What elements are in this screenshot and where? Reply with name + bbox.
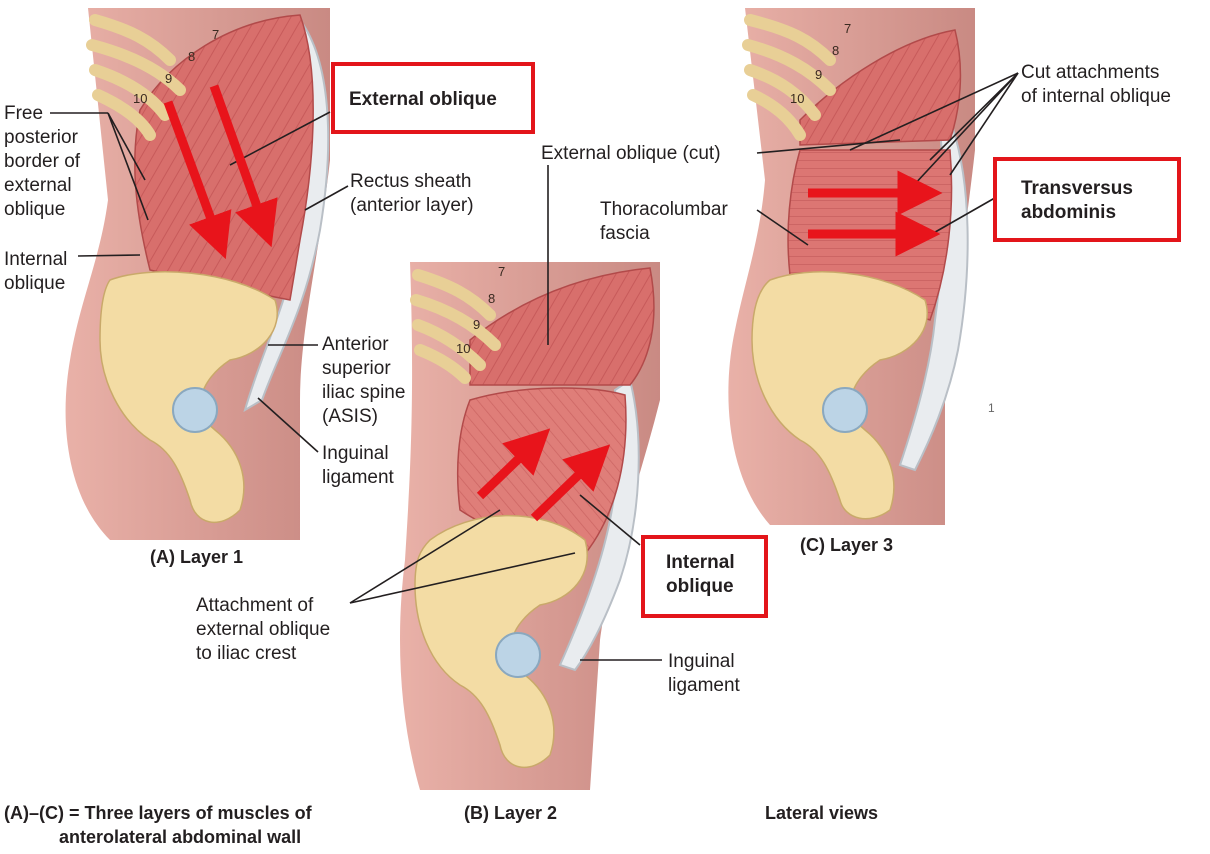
label-cut-attachments: Cut attachments of internal oblique [1021,62,1171,107]
label-transversus-abdominis: Transversus abdominis [1021,178,1133,223]
highlight-box-external-oblique [331,62,535,134]
caption-layer-3: (C) Layer 3 [800,535,894,555]
label-attachment-external-oblique: Attachment of external oblique to iliac … [196,595,331,664]
label-free-posterior-border: Free posterior border of external obliqu… [4,103,81,220]
rib-number-a-7: 7 [212,27,220,42]
leader-external-oblique-a [229,111,331,166]
arrow-internal-oblique-1 [476,428,551,500]
rib-number-a-8: 8 [188,49,196,64]
caption-layer-1: (A) Layer 1 [150,547,244,567]
panel-c-external-oblique-cut [799,29,962,146]
rib-number-c-9: 9 [815,67,823,82]
rib-number-a-9: 9 [165,71,173,86]
rib-number-b-8: 8 [488,291,496,306]
label-asis: Anterior superior iliac spine (ASIS) [322,334,406,427]
panel-b-femoral-head [495,632,541,678]
panel-b-ribs [410,269,501,384]
leader-attachment-1 [349,509,501,604]
label-thoracolumbar-fascia: Thoracolumbar fascia [600,199,728,244]
leader-inguinal-a [257,397,319,453]
highlight-box-internal-oblique [641,535,768,618]
leader-external-cut-c [756,139,901,154]
panel-b-illustration [400,262,660,790]
rib-number-b-9: 9 [473,317,481,332]
rib-number-c-7: 7 [844,21,852,36]
leader-transversus [929,194,1001,236]
panel-c-femoral-head [822,387,868,433]
rib-number-c-10: 10 [790,91,805,106]
leader-cut-attach-1 [849,72,1019,151]
panel-c-ribs [742,14,836,141]
panel-b-external-oblique-cut [469,267,655,386]
rib-number-b-10: 10 [456,341,471,356]
label-external-oblique: External oblique [349,89,497,110]
label-internal-oblique-a: Internal oblique [4,249,68,294]
figure-footer-views: Lateral views [765,803,879,823]
leader-internal-oblique-b [579,494,641,546]
leader-cut-attach-3 [949,72,1019,176]
panel-a-ribs [86,14,186,141]
arrow-internal-oblique-2 [530,444,611,522]
panel-c-illustration [728,8,975,525]
arrow-external-oblique-2 [209,84,278,248]
panel-a-illustration [65,8,331,540]
rib-number-c-8: 8 [832,43,840,58]
label-inguinal-ligament-a: Inguinal ligament [322,443,394,488]
highlight-box-transversus [993,157,1181,242]
leader-thoracolumbar [756,209,809,246]
rib-number-a-10: 10 [133,91,148,106]
stray-mark: 1 [988,401,995,415]
leader-free-border-3 [107,112,146,181]
leader-cut-attach-2 [929,72,1019,161]
rib-number-b-7: 7 [498,264,506,279]
label-rectus-sheath: Rectus sheath (anterior layer) [350,171,474,216]
leader-free-border-2 [107,112,149,221]
leader-internal-oblique-a [77,254,141,257]
label-inguinal-ligament-b: Inguinal ligament [668,651,740,696]
leader-attachment-2 [349,552,576,604]
arrow-external-oblique-1 [163,100,232,260]
label-internal-oblique-b: Internal oblique [666,552,735,597]
caption-layer-2: (B) Layer 2 [464,803,558,823]
leader-rectus-sheath [304,185,349,211]
direction-arrows [163,84,943,522]
figure-footer-title: (A)–(C) = Three layers of muscles of ant… [4,803,312,847]
label-external-oblique-cut: External oblique (cut) [541,143,721,164]
panel-a-femoral-head [172,387,218,433]
